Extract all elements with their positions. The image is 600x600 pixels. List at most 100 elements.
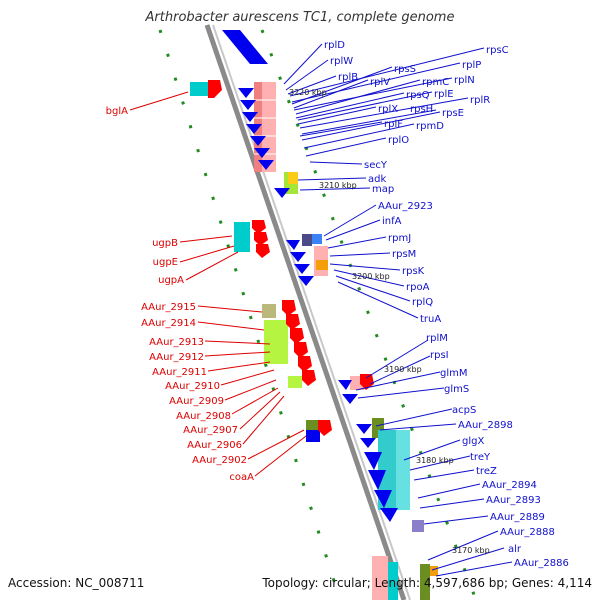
gene-label: rpmC [422, 77, 449, 88]
gene-label: coaA [229, 472, 254, 483]
gene-label: AAur_2912 [149, 352, 204, 363]
map-title: Arthrobacter aurescens TC1, complete gen… [145, 10, 455, 25]
genome-summary: Topology: circular; Length: 4,597,686 bp… [262, 576, 592, 590]
gene-label: rplF [384, 119, 403, 130]
gene-label: alr [508, 544, 522, 555]
kbp-label: 3210 kbp [319, 181, 357, 190]
kbp-label: 3190 kbp [384, 365, 422, 374]
map-arrow [274, 188, 290, 198]
gene-label: truA [420, 314, 441, 325]
gene-label: rpoA [406, 282, 430, 293]
gene-label: ugpA [158, 275, 184, 286]
gene-label: rplE [434, 89, 454, 100]
gene-label: acpS [452, 405, 476, 416]
gene-label: AAur_2911 [152, 367, 207, 378]
alr-block [372, 556, 388, 600]
gene-label: rpsQ [406, 90, 430, 101]
gene-2888-block [412, 520, 424, 532]
left-gene-labels: bglA ugpB ugpE ugpA AAur_2915 AAur_2914 … [106, 106, 254, 483]
gene-2902-block [306, 430, 320, 442]
gene-label: rplP [462, 60, 481, 71]
tre-arrows [356, 424, 398, 522]
gene-2914-block [264, 320, 288, 364]
ugp-arrows [252, 220, 270, 258]
bglA-arrow [208, 80, 222, 98]
gene-2915-block [262, 304, 276, 318]
kbp-label: 3170 kbp [452, 546, 490, 555]
gene-label: rplX [378, 104, 398, 115]
left-leader-lines [129, 91, 307, 477]
gene-label: AAur_2898 [458, 420, 513, 431]
inner-tick-track [260, 29, 478, 600]
gene-label: rplM [426, 333, 448, 344]
ugp-block [234, 222, 250, 252]
right-leader-lines [283, 43, 513, 577]
gene-label: AAur_2923 [378, 201, 433, 212]
adk-block [288, 172, 298, 184]
gene-label: AAur_2907 [183, 425, 238, 436]
gene-label: AAur_2902 [192, 455, 247, 466]
glmS-arrow [342, 394, 358, 404]
gene-label: rpsE [442, 108, 464, 119]
gene-label: glgX [462, 436, 484, 447]
gene-label: rpsM [392, 249, 416, 260]
gene-label: AAur_2894 [482, 480, 537, 491]
gene-label: glmS [444, 384, 469, 395]
rpsI-arrow [360, 374, 374, 390]
gene-label: secY [364, 160, 388, 171]
gene-label: rpmJ [388, 233, 411, 244]
gene-label: rpsS [394, 64, 416, 75]
gene-label: rplV [370, 77, 390, 88]
rps-arrows [290, 252, 314, 286]
infA-block [312, 234, 322, 244]
gene-label: AAur_2908 [176, 411, 231, 422]
gene-label: rplQ [412, 297, 433, 308]
gene-label: AAur_2909 [169, 396, 224, 407]
treY-block [396, 430, 410, 510]
gene-label: AAur_2888 [500, 527, 555, 538]
gene-label: rpsC [486, 45, 509, 56]
gene-2906-block [306, 420, 318, 430]
kbp-label: 3180 kbp [416, 456, 454, 465]
gene-label: adk [368, 174, 386, 185]
gene-2886-block [420, 564, 430, 600]
rpoA-block [316, 260, 328, 270]
glmM-arrow [338, 380, 352, 390]
gene-label: rplW [330, 56, 353, 67]
gene-label: bglA [106, 106, 128, 117]
gene-label: ugpB [152, 238, 178, 249]
gene-label: ugpE [153, 257, 178, 268]
gene-2913-arrows [282, 300, 316, 386]
gene-label: AAur_2893 [486, 495, 541, 506]
gene-label: rplB [338, 72, 358, 83]
kbp-scale-labels: 3220 kbp 3210 kbp 3200 kbp 3190 kbp 3180… [289, 88, 490, 555]
gene-label: infA [382, 216, 402, 227]
bottom-orange-block [430, 566, 438, 576]
gene-label: rpmD [416, 121, 444, 132]
gene-label: rplD [324, 40, 345, 51]
kbp-label: 3220 kbp [289, 88, 327, 97]
top-gene-block [222, 30, 268, 64]
backbone-highlight [212, 24, 411, 600]
gene-label: rpsI [430, 350, 449, 361]
gene-label: glmM [440, 368, 468, 379]
gene-label: AAur_2910 [165, 381, 220, 392]
gene-label: AAur_2914 [141, 318, 196, 329]
gene-label: rpsK [402, 266, 425, 277]
bglA-block [190, 82, 208, 96]
right-gene-labels: rplD rpsC rplW rplP rpsS rplN rplB rplV … [324, 40, 569, 569]
gene-label: AAur_2915 [141, 302, 196, 313]
small-arrow [286, 240, 300, 250]
bottom-cyan-block [388, 562, 398, 600]
gene-label: rpsH [410, 104, 433, 115]
gene-label: map [372, 184, 394, 195]
gene-label: AAur_2906 [187, 440, 242, 451]
gene-2910-block [288, 376, 302, 388]
gene-2923-block [302, 234, 312, 246]
gene-label: treY [470, 452, 491, 463]
coaA-arrow [318, 420, 332, 436]
gene-label: AAur_2886 [514, 558, 569, 569]
gene-label: AAur_2889 [490, 512, 545, 523]
gene-label: rplR [470, 95, 490, 106]
